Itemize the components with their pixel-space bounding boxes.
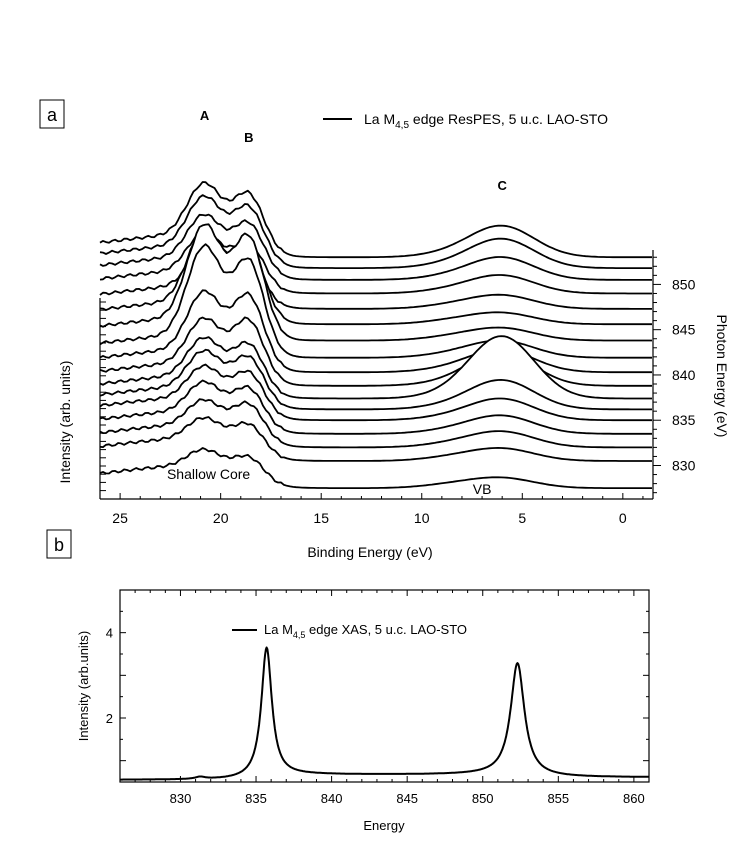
spectrum-fill bbox=[100, 448, 653, 519]
annotation: Shallow Core bbox=[167, 466, 250, 482]
spectrum-curve bbox=[99, 416, 652, 462]
panel-a-label: a bbox=[47, 105, 58, 125]
spectrum-curve bbox=[99, 335, 652, 400]
y2-tick-label: 840 bbox=[672, 367, 696, 383]
spectrum-curve bbox=[99, 181, 652, 259]
spectrum-curve bbox=[99, 213, 652, 281]
panel-a-curves bbox=[99, 181, 653, 519]
panel-b-y-label: Intensity (arb.units) bbox=[76, 631, 91, 742]
panel-a-x-ticks: 25 20 15 10 5 0 bbox=[99, 493, 644, 526]
y2-tick-label: 850 bbox=[672, 276, 696, 292]
b-y-tick-label: 4 bbox=[106, 626, 113, 641]
annotation: VB bbox=[473, 481, 492, 497]
panel-b-label-box bbox=[46, 529, 72, 559]
panel-a-legend: La M4,5 edge ResPES, 5 u.c. LAO-STO bbox=[364, 111, 608, 131]
panel-b-label: b bbox=[54, 535, 64, 555]
b-x-tick-label: 840 bbox=[321, 791, 343, 806]
x-tick-label: 15 bbox=[313, 510, 329, 526]
panel-b-legend: La M4,5 edge XAS, 5 u.c. LAO-STO bbox=[264, 622, 467, 640]
spectrum-curve bbox=[99, 447, 652, 489]
y2-tick-label: 835 bbox=[672, 412, 696, 428]
panel-b-ticks bbox=[119, 589, 650, 783]
panel-a-label-box bbox=[39, 99, 65, 129]
panel-a-peak-labels: A B C bbox=[200, 108, 508, 193]
panel-a-y2-label: Photon Energy (eV) bbox=[714, 315, 730, 438]
y2-tick-label: 845 bbox=[672, 322, 696, 338]
peak-label: B bbox=[244, 130, 253, 145]
peak-label: C bbox=[498, 178, 508, 193]
x-tick-label: 10 bbox=[414, 510, 430, 526]
b-x-tick-label: 835 bbox=[245, 791, 267, 806]
spectrum-curve bbox=[99, 379, 652, 435]
x-tick-label: 0 bbox=[619, 510, 627, 526]
x-tick-label: 5 bbox=[518, 510, 526, 526]
spectrum-curve bbox=[99, 363, 652, 422]
panel-a: a La M4,5 edge ResPES, 5 u.c. LAO-STO A B… bbox=[39, 99, 730, 560]
spectrum-curve bbox=[99, 398, 652, 449]
x-tick-label: 20 bbox=[213, 510, 229, 526]
spectrum-curve bbox=[99, 194, 652, 269]
b-x-tick-label: 860 bbox=[623, 791, 645, 806]
spectrum-curve bbox=[99, 223, 652, 342]
x-tick-label: 25 bbox=[112, 510, 128, 526]
b-y-tick-label: 2 bbox=[106, 711, 113, 726]
y2-tick-label: 830 bbox=[672, 458, 696, 474]
spectrum-curve bbox=[99, 231, 652, 295]
spectrum-curve bbox=[99, 289, 652, 374]
b-x-tick-label: 830 bbox=[170, 791, 192, 806]
panel-a-y2-ticks: 830 835 840 845 850 bbox=[653, 256, 696, 494]
panel-b-x-tick-labels: 830 835 840 845 850 855 860 bbox=[170, 791, 645, 806]
b-x-tick-label: 845 bbox=[396, 791, 418, 806]
panel-b-xas-curve bbox=[119, 646, 650, 781]
panel-a-left-ticks bbox=[100, 301, 106, 492]
b-x-tick-label: 850 bbox=[472, 791, 494, 806]
spectrum-curve bbox=[99, 316, 652, 387]
panel-b-x-label: Energy bbox=[363, 818, 405, 833]
spectrum-curve bbox=[99, 348, 652, 411]
panel-a-y-label: Intensity (arb. units) bbox=[57, 361, 73, 484]
spectrum-curve bbox=[99, 243, 652, 359]
panel-a-x-label: Binding Energy (eV) bbox=[307, 544, 432, 560]
panel-b-frame bbox=[119, 589, 650, 783]
panel-b-y-tick-labels: 24 bbox=[106, 626, 113, 726]
b-x-tick-label: 855 bbox=[547, 791, 569, 806]
peak-label: A bbox=[200, 108, 210, 123]
